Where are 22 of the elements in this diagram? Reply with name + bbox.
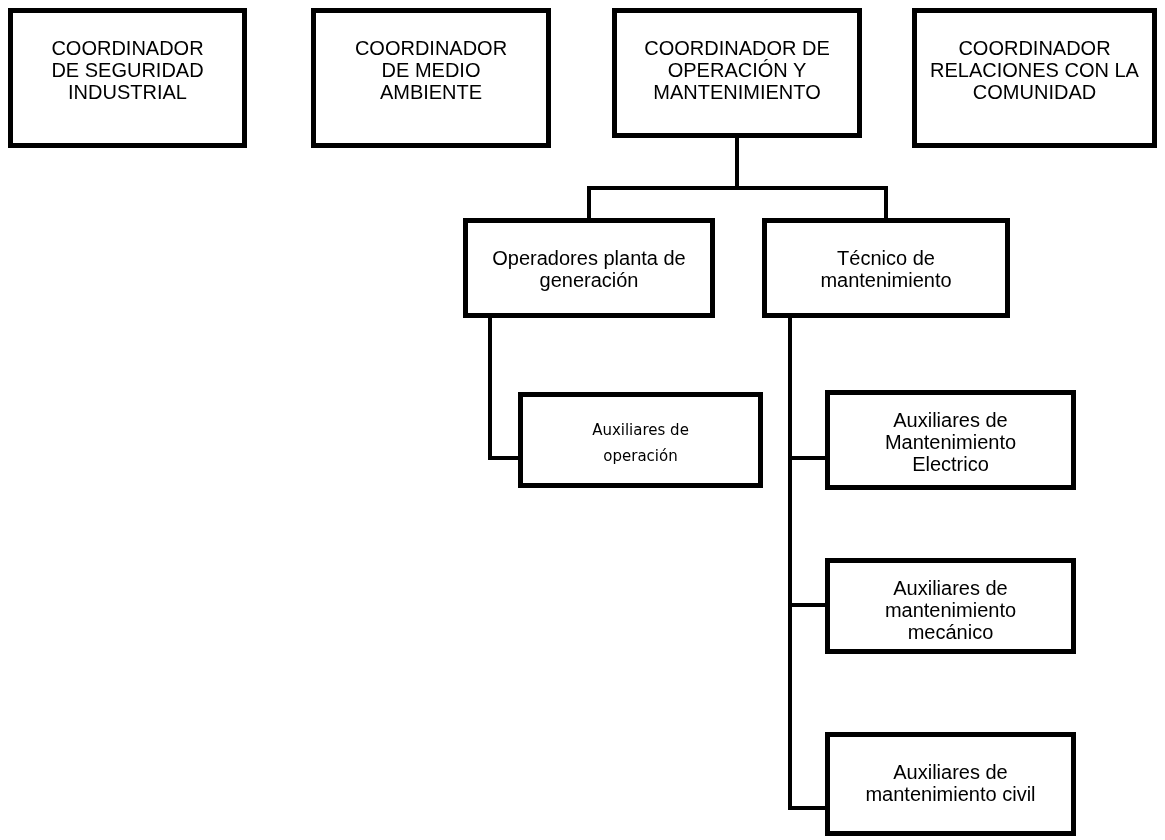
- role-label: COORDINADOR RELACIONES CON LA COMUNIDAD: [929, 37, 1140, 103]
- org-box: [518, 392, 763, 488]
- role-label: Auxiliares de operación: [591, 420, 690, 467]
- role-label: Auxiliares de mantenimiento mecánico: [883, 577, 1018, 643]
- org-box: [612, 8, 862, 138]
- role-label: Operadores planta de generación: [491, 247, 687, 291]
- role-label: Auxiliares de mantenimiento civil: [864, 761, 1037, 805]
- role-label: Técnico de mantenimiento: [819, 247, 953, 291]
- org-box: [762, 218, 1010, 318]
- connector-line: [488, 318, 518, 460]
- role-label: COORDINADOR DE SEGURIDAD INDUSTRIAL: [50, 37, 205, 103]
- role-label: Auxiliares de Mantenimiento Electrico: [883, 409, 1018, 475]
- org-box: [311, 8, 551, 148]
- org-box: [825, 390, 1076, 490]
- org-box: [825, 732, 1076, 836]
- org-box: [825, 558, 1076, 654]
- role-label: COORDINADOR DE MEDIO AMBIENTE: [353, 37, 509, 103]
- connector-line: [788, 318, 825, 810]
- org-box: [463, 218, 715, 318]
- org-box: [8, 8, 247, 148]
- role-label: COORDINADOR DE OPERACIÓN Y MANTENIMIENTO: [643, 37, 831, 103]
- org-box: [912, 8, 1157, 148]
